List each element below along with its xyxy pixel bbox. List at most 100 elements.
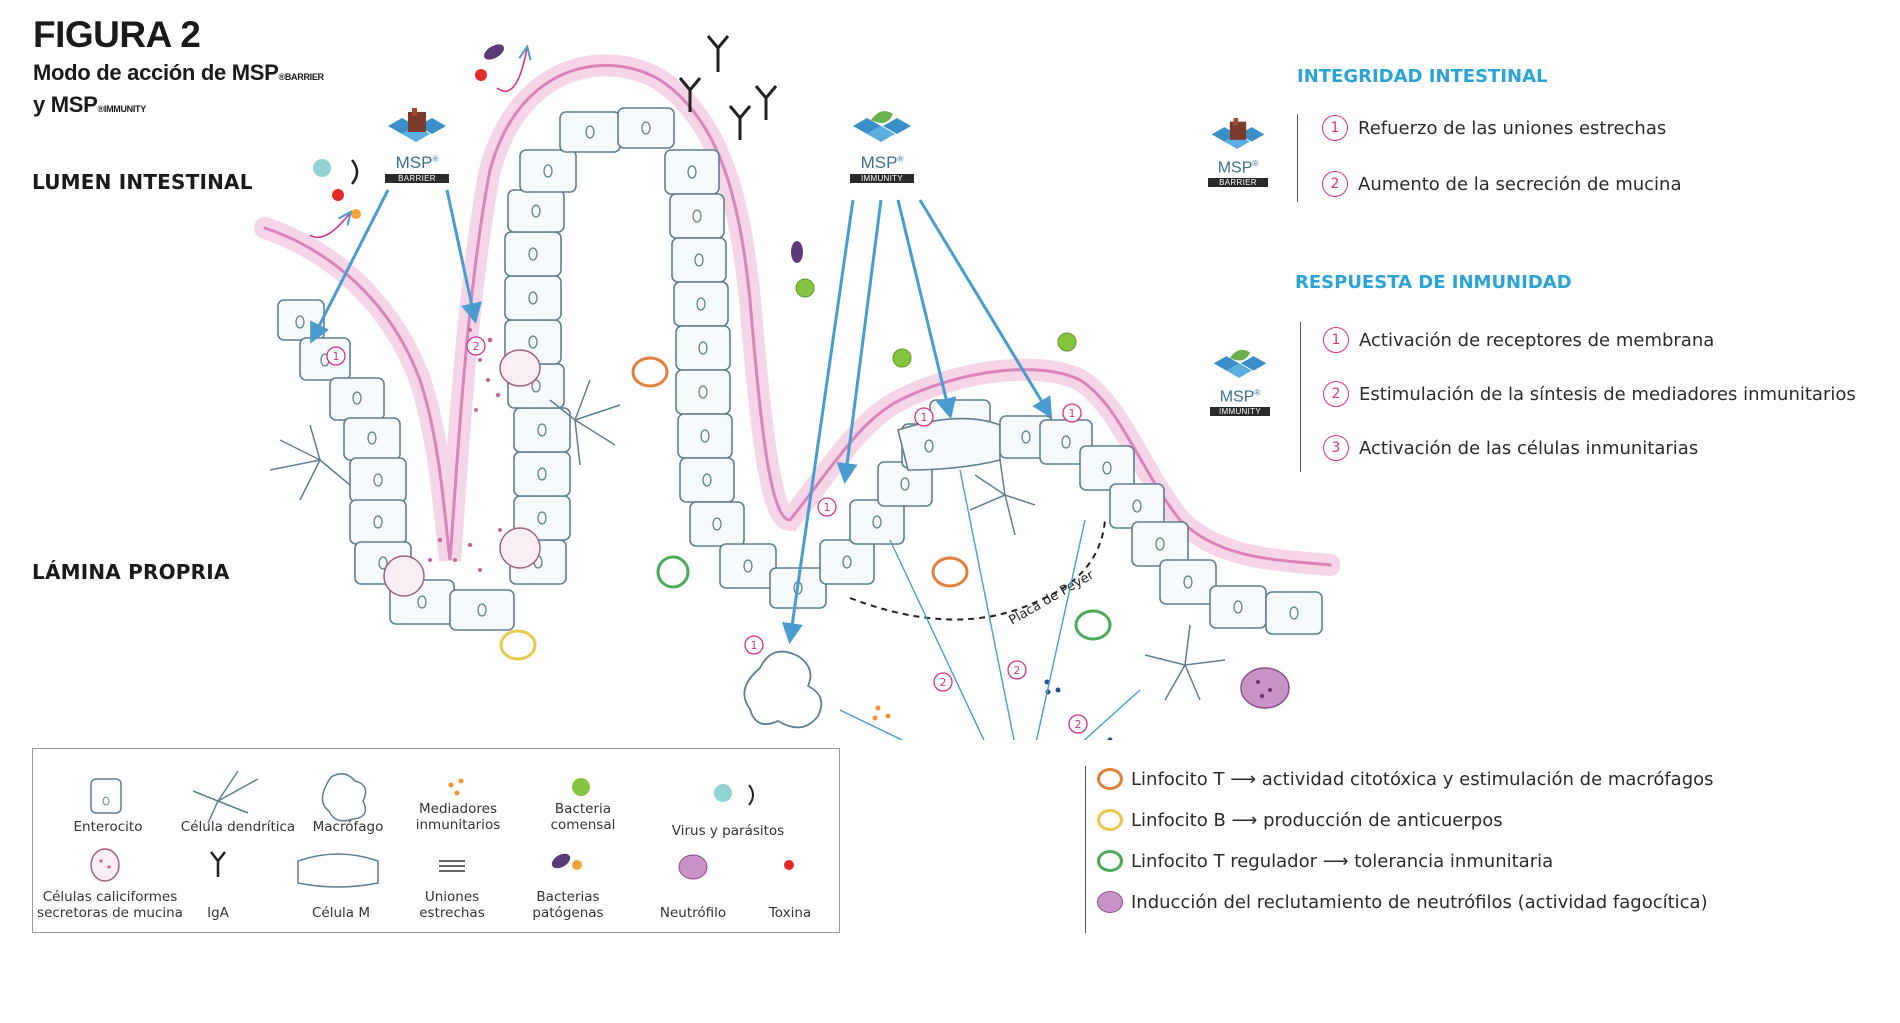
signal-arrows [839,469,1141,740]
svg-text:1: 1 [1069,407,1076,420]
integrity-heading: INTEGRIDAD INTESTINAL [1297,66,1548,87]
msp-barrier-logo-icon [1211,118,1265,149]
immunity-heading: RESPUESTA DE INMUNIDAD [1295,272,1572,293]
figure-title: FIGURA 2 [33,14,201,55]
legend-neutrophil: Neutrófilo [659,905,727,921]
pathogenic-bacteria-icon [551,853,582,870]
legend-m-cell: Célula M [311,905,370,921]
integrity-bracket [1297,114,1298,202]
svg-text:2: 2 [1014,664,1021,677]
b-lymphocyte-icon [1097,809,1123,831]
mucin-granules [428,328,502,572]
enterocyte-icon [90,778,122,814]
svg-text:2: 2 [1075,718,1082,731]
commensal-bacteria-icon [572,778,590,796]
intestinal-mucosa-diagram: Placa de Peyer [254,35,1340,740]
cells-bracket [1085,766,1086,933]
tight-junctions-icon [439,860,465,872]
peyer-patch-boundary [849,519,1106,621]
svg-text:1: 1 [333,350,340,363]
epithelium [277,107,1323,635]
svg-text:2: 2 [940,676,947,689]
toxin-icon [784,860,794,870]
cell-nuclei [295,121,1299,620]
legend-enterocyte: Enterocito [73,819,143,835]
legend-immune-mediators: Mediadores inmunitarios [415,801,501,833]
immunity-tag: IMMUNITY [1210,407,1270,417]
legend-dendritic-cell: Célula dendrítica [180,819,296,835]
barrier-tag: BARRIER [385,174,449,183]
svg-text:2: 2 [473,340,480,353]
step-number-markers: 1 2 1 1 1 1 2 2 2 2 3 [326,336,1088,734]
pathogenic-bacteria [484,44,803,263]
iga-icon [210,851,226,877]
legend-goblet-cells: Células caliciformes secretoras de mucin… [37,889,183,921]
msp-immunity-badge-diagram: MSP® IMMUNITY [847,108,917,183]
msp-label: MSP® [1219,388,1261,406]
t-lymphocyte-icon [1097,768,1123,790]
msp-barrier-logo-icon [388,108,446,142]
cell-outcome-list: Linfocito T ⟶ actividad citotóxica y est… [1097,768,1714,913]
barrier-tag: BARRIER [1208,178,1268,188]
immunity-bracket [1300,322,1301,472]
msp-immunity-logo-icon [853,111,911,142]
goblet-cells [383,349,541,597]
cell-outcome-b-lymphocyte: Linfocito B ⟶ producción de anticuerpos [1097,809,1714,831]
neutrophil-icon [678,854,708,880]
toxin [332,69,487,201]
figure-subtitle-line2: y MSP®IMMUNITY [33,92,146,117]
msp-barrier-badge-panel: MSP® BARRIER [1205,118,1271,188]
msp-label: MSP® [860,153,904,172]
goblet-cell-icon [90,848,120,882]
virus-icon [714,784,754,806]
lamina-propria-label: LÁMINA PROPRIA [32,560,230,584]
immune-mediators-icon [448,778,464,796]
msp-action-arrows [310,189,1053,645]
lumen-label: LUMEN INTESTINAL [32,170,253,194]
svg-text:1: 1 [751,639,758,652]
legend-toxin: Toxina [768,905,812,921]
lumen-pink-arrows [309,48,527,239]
cell-outcome-neutrophil: Inducción del reclutamiento de neutrófil… [1097,891,1714,913]
immunity-tag: IMMUNITY [850,174,914,183]
neutrophil [1240,667,1290,709]
macrophage [743,650,823,729]
iga-antibodies [678,35,778,140]
legend-pathogenic-bacteria: Bacterias patógenas [532,889,604,921]
immune-mediators [872,705,891,721]
cell-outcome-treg: Linfocito T regulador ⟶ tolerancia inmun… [1097,850,1714,872]
dendritic-cells [269,379,1226,701]
macrophage-icon [321,773,367,822]
mucus-layer [254,54,1340,576]
legend-macrophage: Macrófago [312,819,384,835]
legend-virus-parasites: Virus y parásitos [671,823,785,839]
cell-outcome-t-lymphocyte: Linfocito T ⟶ actividad citotóxica y est… [1097,768,1714,790]
m-cell-icon [297,853,379,888]
msp-label: MSP® [1217,159,1259,177]
treg-lymphocyte-icon [1097,850,1123,872]
svg-text:1: 1 [921,411,928,424]
msp-immunity-logo-icon [1213,349,1267,378]
svg-text:1: 1 [824,501,831,514]
commensal-bacteria [795,278,1077,368]
msp-label: MSP® [395,153,439,172]
msp-barrier-badge-diagram: MSP® BARRIER [382,108,452,183]
legend-box: Enterocito Célula dendrítica Macrófago M… [32,748,840,933]
virus [313,159,361,219]
legend-commensal-bacteria: Bacteria comensal [550,801,616,833]
legend-icons [90,770,794,888]
legend-tight-junctions: Uniones estrechas [419,889,485,921]
msp-immunity-badge-panel: MSP® IMMUNITY [1207,347,1273,417]
neutrophil-icon [1097,891,1123,913]
dendritic-cell-icon [192,770,259,824]
lymphocytes [499,356,1112,661]
figure-subtitle-line1: Modo de acción de MSP®BARRIER [33,60,324,85]
legend-iga: IgA [207,905,229,921]
